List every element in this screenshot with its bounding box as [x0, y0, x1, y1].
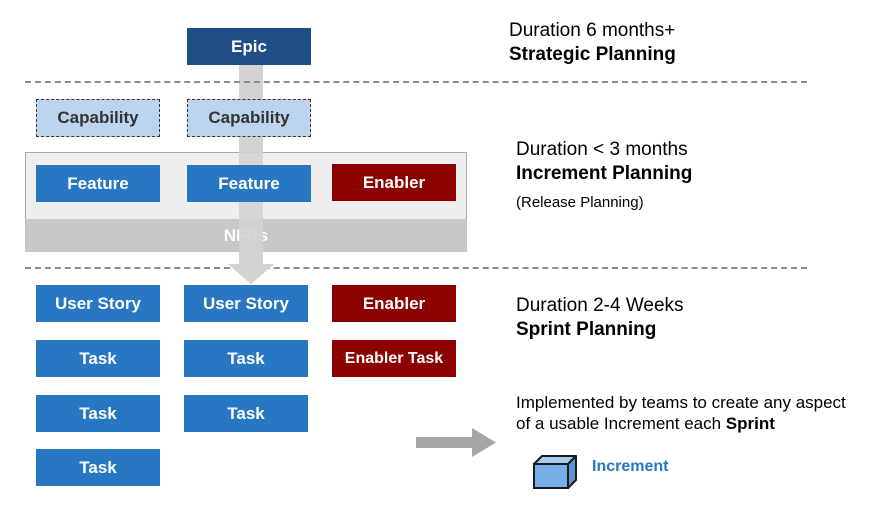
story-enabler-box: Enabler: [332, 285, 456, 322]
task-box-2-1: Task: [184, 340, 308, 377]
task-box-1-3: Task: [36, 449, 160, 486]
implementation-sprint-word: Sprint: [725, 414, 775, 433]
implementation-arrow: [416, 428, 496, 457]
separator-bottom: [25, 267, 807, 269]
implementation-line-2-text: of a usable Increment each: [516, 414, 726, 433]
strategic-duration: Duration 6 months+: [509, 20, 676, 41]
sprint-planning-title: Sprint Planning: [516, 319, 657, 340]
increment-cube-icon: [533, 455, 577, 489]
user-story-box-1: User Story: [36, 285, 160, 322]
epic-box: Epic: [187, 28, 311, 65]
feature-box-1: Feature: [36, 165, 160, 202]
feature-enabler-box: Enabler: [332, 164, 456, 201]
strategic-planning-title: Strategic Planning: [509, 44, 676, 65]
implementation-line-1: Implemented by teams to create any aspec…: [516, 393, 846, 412]
sprint-duration: Duration 2-4 Weeks: [516, 295, 684, 316]
capability-box-1: Capability: [36, 99, 160, 137]
task-box-2-2: Task: [184, 395, 308, 432]
user-story-box-2: User Story: [184, 285, 308, 322]
increment-duration: Duration < 3 months: [516, 139, 688, 160]
enabler-task-box: Enabler Task: [332, 340, 456, 377]
task-box-1-2: Task: [36, 395, 160, 432]
feature-box-2: Feature: [187, 165, 311, 202]
increment-label: Increment: [592, 458, 669, 475]
increment-planning-title: Increment Planning: [516, 163, 693, 184]
capability-box-2: Capability: [187, 99, 311, 137]
release-planning-note: (Release Planning): [516, 194, 644, 211]
implementation-line-2: of a usable Increment each Sprint: [516, 414, 775, 434]
task-box-1-1: Task: [36, 340, 160, 377]
separator-top: [25, 81, 807, 83]
